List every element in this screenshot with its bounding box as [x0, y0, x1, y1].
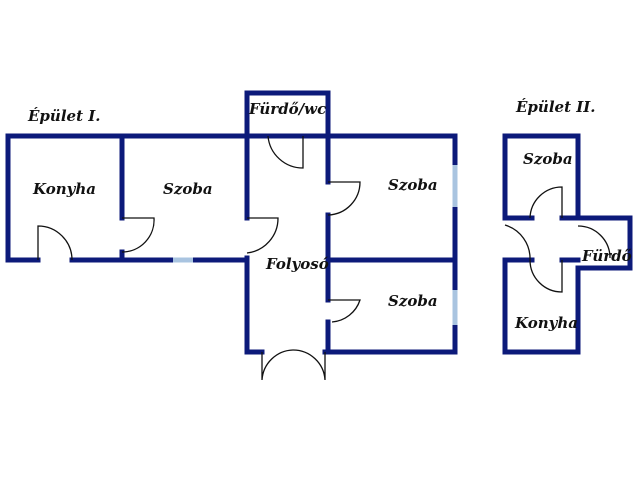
- room-label-szoba-2: Szoba: [388, 176, 438, 194]
- room-label-szoba: Szoba: [163, 180, 213, 198]
- room-label-konyha: Konyha: [32, 180, 96, 198]
- room-label-konyha-b2: Konyha: [514, 314, 578, 332]
- room-label-furdo-b2: Fürdő: [581, 247, 632, 265]
- room-label-szoba-3: Szoba: [388, 292, 438, 310]
- building-1-walls: [5, 90, 458, 355]
- building-2-walls: [502, 133, 633, 355]
- room-label-furdo-wc: Fürdő/wc: [248, 100, 326, 118]
- building-1-doors: [37, 135, 361, 381]
- room-label-szoba-b2: Szoba: [523, 150, 573, 168]
- building-2-title: Épület II.: [515, 98, 595, 116]
- room-label-folyoso: Folyosó: [265, 255, 329, 273]
- building-1-title: Épület I.: [27, 107, 100, 125]
- building-2-doors: [504, 186, 611, 293]
